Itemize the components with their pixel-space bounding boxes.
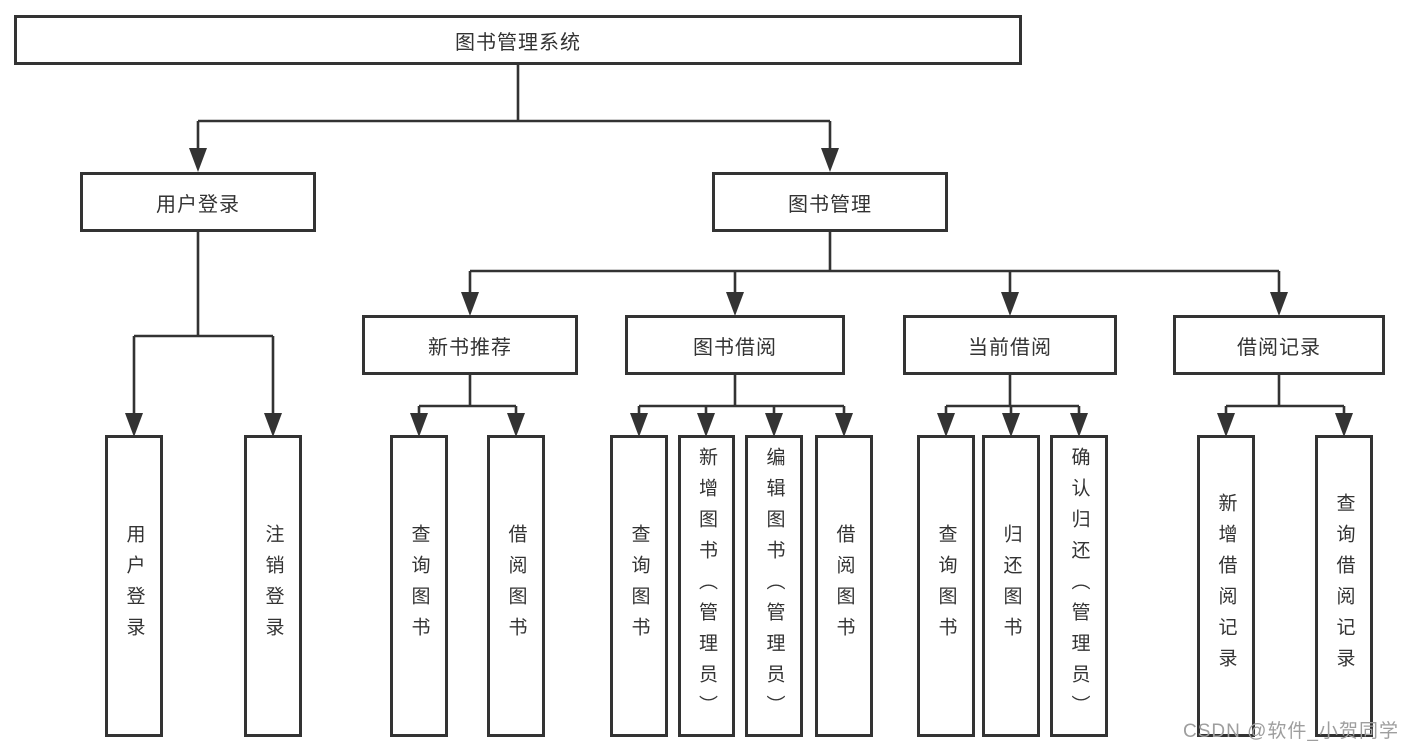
arrowhead-icon [1217, 413, 1235, 437]
leaf-user-login: 用户登录 [105, 435, 163, 737]
leaf-confirm-return-admin: 确认归还（管理员） [1050, 435, 1108, 737]
leaf-logout: 注销登录 [244, 435, 302, 737]
leaf-return-books: 归还图书 [982, 435, 1040, 737]
leaf-edit-books-admin: 编辑图书（管理员） [745, 435, 803, 737]
connector-user-login [132, 232, 275, 415]
arrowhead-icon [1335, 413, 1353, 437]
node-user-login: 用户登录 [80, 172, 316, 232]
leaf-query-books-newrec: 查询图书 [390, 435, 448, 737]
arrowhead-icon [189, 148, 207, 172]
node-new-book-recommendation: 新书推荐 [362, 315, 578, 375]
leaf-add-borrow-record: 新增借阅记录 [1197, 435, 1255, 737]
arrowhead-icon [630, 413, 648, 437]
arrowhead-icon [1070, 413, 1088, 437]
node-root-system: 图书管理系统 [14, 15, 1022, 65]
arrowhead-icon [461, 292, 479, 316]
arrowhead-icon [765, 413, 783, 437]
connector-borrow-rec [1224, 375, 1346, 415]
arrowhead-icon [264, 413, 282, 437]
arrowhead-icon [726, 292, 744, 316]
leaf-query-books-borrowing: 查询图书 [610, 435, 668, 737]
connector-new-rec [417, 375, 518, 415]
node-borrowing-records: 借阅记录 [1173, 315, 1385, 375]
leaf-borrow-books: 借阅图书 [815, 435, 873, 737]
node-book-borrowing: 图书借阅 [625, 315, 845, 375]
leaf-borrow-books-newrec: 借阅图书 [487, 435, 545, 737]
connector-book-borrow [637, 375, 846, 415]
arrowhead-icon [1002, 413, 1020, 437]
arrowhead-icon [125, 413, 143, 437]
connector-cur-borrow [944, 375, 1081, 415]
arrowhead-icon [937, 413, 955, 437]
watermark: CSDN @软件_小贺同学 [1183, 721, 1399, 742]
connector-book-mgmt [468, 232, 1281, 294]
connector-root [196, 65, 832, 150]
arrowhead-icon [507, 413, 525, 437]
node-current-borrowing: 当前借阅 [903, 315, 1117, 375]
arrowhead-icon [835, 413, 853, 437]
arrowhead-icon [697, 413, 715, 437]
arrowhead-icon [410, 413, 428, 437]
node-book-management: 图书管理 [712, 172, 948, 232]
arrowhead-icon [821, 148, 839, 172]
arrowhead-icon [1001, 292, 1019, 316]
arrowhead-icon [1270, 292, 1288, 316]
leaf-query-borrow-record: 查询借阅记录 [1315, 435, 1373, 737]
leaf-add-books-admin: 新增图书（管理员） [678, 435, 735, 737]
leaf-query-books-current: 查询图书 [917, 435, 975, 737]
